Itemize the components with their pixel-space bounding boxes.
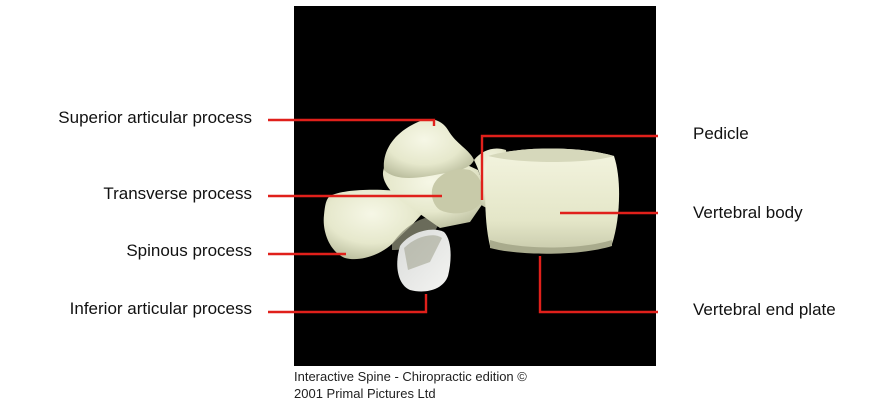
leader-inferior-articular [268,294,426,312]
image-caption: Interactive Spine - Chiropractic edition… [294,368,527,402]
label-inferior-articular-process: Inferior articular process [70,299,252,319]
label-vertebral-body: Vertebral body [693,203,803,223]
label-transverse-process: Transverse process [103,184,252,204]
leader-superior-articular [268,120,434,126]
label-vertebral-end-plate: Vertebral end plate [693,300,836,320]
leader-vertebral-end-plate [540,256,658,312]
vertebral-body-shape [485,149,619,252]
label-pedicle: Pedicle [693,124,749,144]
label-superior-articular-process: Superior articular process [58,108,252,128]
label-spinous-process: Spinous process [126,241,252,261]
caption-line-2: 2001 Primal Pictures Ltd [294,385,527,402]
caption-line-1: Interactive Spine - Chiropractic edition… [294,368,527,385]
